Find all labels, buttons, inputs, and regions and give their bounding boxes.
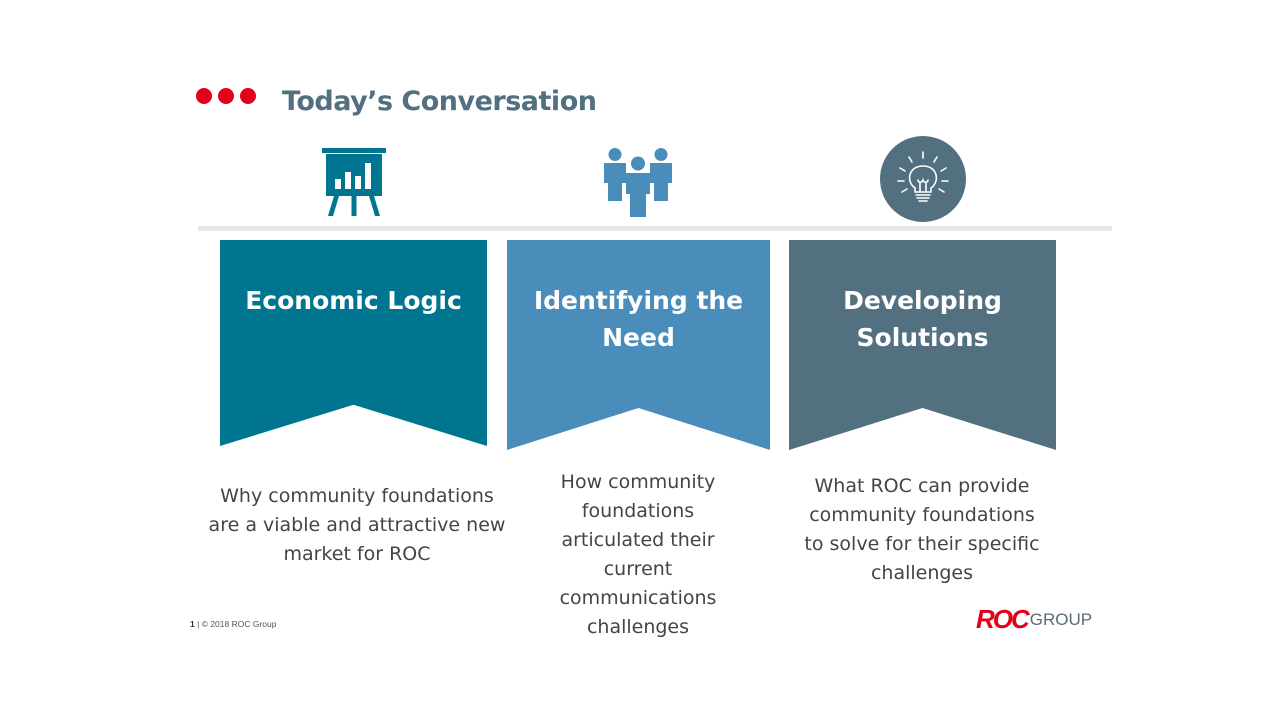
lightbulb-icon <box>880 136 966 227</box>
banner-developing-solutions: Developing Solutions <box>789 240 1056 450</box>
banner-heading: Developing Solutions <box>843 286 1002 352</box>
copyright-text: © 2018 ROC Group <box>201 619 277 629</box>
footer: 1 | © 2018 ROC Group <box>190 619 276 629</box>
presentation-chart-icon <box>322 148 386 221</box>
description-developing-solutions: What ROC can provide community foundatio… <box>804 475 1040 584</box>
footer-separator: | <box>197 619 200 629</box>
title-dots <box>196 88 256 104</box>
red-dot <box>240 88 256 104</box>
banner-heading: Identifying the Need <box>533 286 744 352</box>
description-identifying-the-need: How community foundations articulated th… <box>559 471 717 638</box>
slide-title: Today’s Conversation <box>282 86 597 117</box>
roc-group-logo: ROC GROUP <box>976 604 1092 635</box>
banner-identifying-the-need: Identifying the Need <box>507 240 770 450</box>
page-number: 1 <box>190 619 195 629</box>
logo-suffix: GROUP <box>1029 609 1093 629</box>
banner-heading: Economic Logic <box>245 286 462 315</box>
banner-economic-logic: Economic Logic <box>220 240 487 446</box>
red-dot <box>196 88 212 104</box>
people-group-icon <box>602 148 674 223</box>
timeline-divider <box>198 226 1112 231</box>
red-dot <box>218 88 234 104</box>
logo-mark: ROC <box>976 604 1030 634</box>
description-economic-logic: Why community foundations are a viable a… <box>208 485 506 565</box>
